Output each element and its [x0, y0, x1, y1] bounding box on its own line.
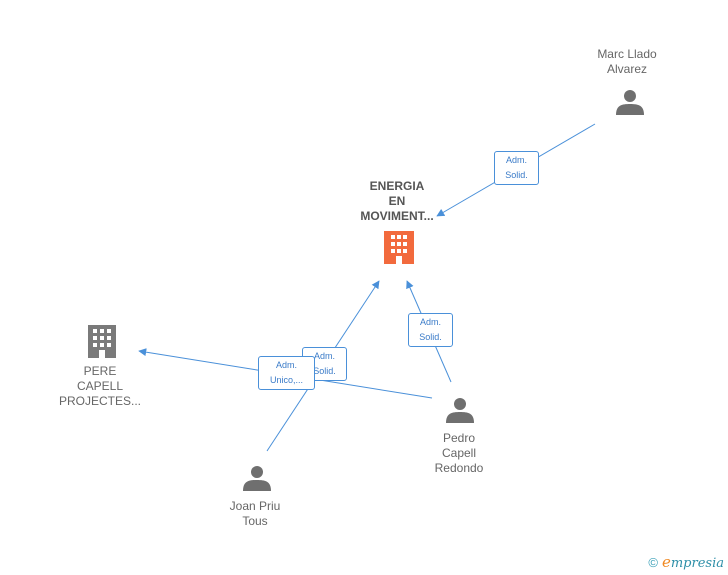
footer-brand: © empresia — [648, 553, 724, 571]
edge-label-pedro-pere[interactable]: Adm. Unico,... — [258, 356, 315, 390]
building-icon[interactable] — [384, 231, 414, 264]
edge-label-marc-energia[interactable]: Adm. Solid. — [494, 151, 539, 185]
copyright-icon: © — [648, 554, 658, 570]
company-label-energia[interactable]: ENERGIA EN MOVIMENT... — [360, 179, 434, 223]
edge-label-pedro-energia[interactable]: Adm. Solid. — [408, 313, 453, 347]
person-icon[interactable] — [616, 90, 644, 115]
person-label-marc[interactable]: Marc Llado Alvarez — [597, 47, 657, 76]
person-icon[interactable] — [243, 466, 271, 491]
person-label-pedro[interactable]: Pedro Capell Redondo — [434, 431, 484, 475]
edge-label-joan-energia[interactable]: Adm. Solid. — [302, 347, 347, 381]
person-label-joan[interactable]: Joan Priu Tous — [229, 499, 281, 528]
company-label-pere[interactable]: PERE CAPELL PROJECTES... — [58, 364, 141, 408]
brand-logo[interactable]: empresia — [661, 553, 724, 571]
building-icon[interactable] — [88, 325, 116, 358]
person-icon[interactable] — [446, 398, 474, 423]
